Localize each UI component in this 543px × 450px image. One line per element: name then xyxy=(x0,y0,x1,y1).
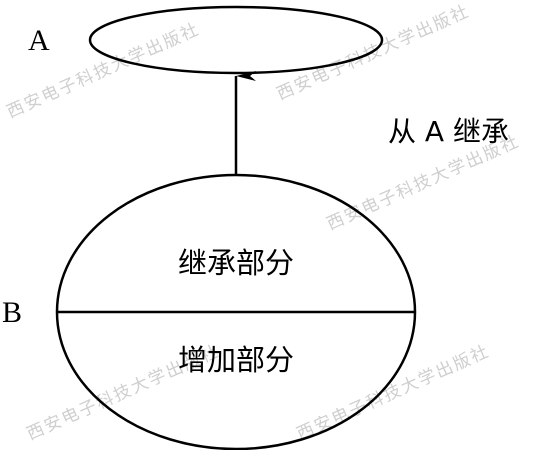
inheritance-arrow: 从 A 继承 xyxy=(234,71,509,176)
node-b-top-section-label: 继承部分 xyxy=(178,246,294,280)
node-b-bottom-section-label: 增加部分 xyxy=(178,343,294,377)
watermark-text: 西安电子科技大学出版社 xyxy=(294,341,493,444)
watermark-text: 西安电子科技大学出版社 xyxy=(274,1,473,104)
node-a-label: A xyxy=(28,24,50,57)
node-b-label: B xyxy=(2,296,22,329)
node-b: B 继承部分 增加部分 xyxy=(2,173,417,450)
node-a-ellipse xyxy=(88,5,384,75)
arrow-label: 从 A 继承 xyxy=(388,115,509,148)
watermark-layer: 西安电子科技大学出版社 西安电子科技大学出版社 西安电子科技大学出版社 西安电子… xyxy=(4,1,523,444)
